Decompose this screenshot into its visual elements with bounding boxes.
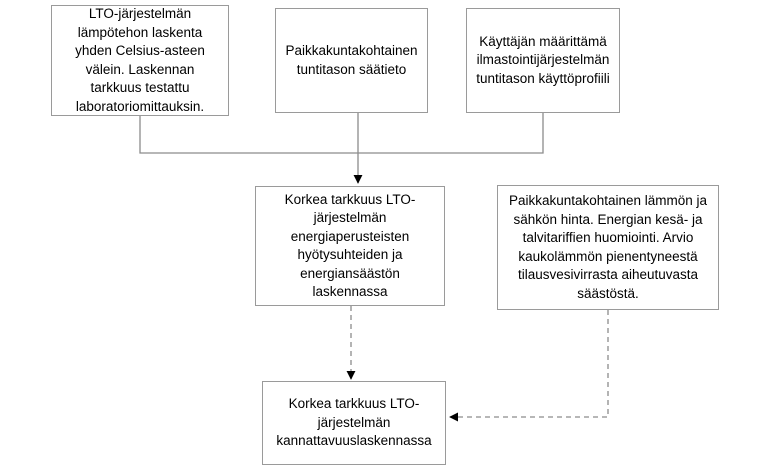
node-profitability-accuracy[interactable]: Korkea tarkkuus LTO-järjestelmän kannatt…: [262, 381, 446, 465]
node-user-defined-profile[interactable]: Käyttäjän määrittämä ilmastointijärjeste…: [466, 8, 620, 113]
edge-profile-to-energy: [358, 113, 544, 154]
node-label: Paikkakuntakohtainen tuntitason säätieto: [285, 43, 418, 77]
node-label: Käyttäjän määrittämä ilmastointijärjeste…: [476, 33, 610, 86]
node-lto-heat-calculation[interactable]: LTO-järjestelmän lämpötehon laskenta yhd…: [51, 5, 229, 116]
node-local-weather-data[interactable]: Paikkakuntakohtainen tuntitason säätieto: [275, 8, 428, 113]
edge-heat-to-energy: [139, 116, 358, 154]
node-label: LTO-järjestelmän lämpötehon laskenta yhd…: [75, 6, 205, 114]
node-label: Korkea tarkkuus LTO-järjestelmän kannatt…: [276, 396, 432, 449]
node-label: Korkea tarkkuus LTO-järjestelmän energia…: [284, 191, 416, 300]
node-energy-efficiency-accuracy[interactable]: Korkea tarkkuus LTO-järjestelmän energia…: [255, 186, 445, 306]
node-price-information[interactable]: Paikkakuntakohtainen lämmön ja sähkön hi…: [497, 185, 719, 310]
edge-price-to-profit: [449, 310, 609, 422]
node-label: Paikkakuntakohtainen lämmön ja sähkön hi…: [508, 193, 708, 301]
